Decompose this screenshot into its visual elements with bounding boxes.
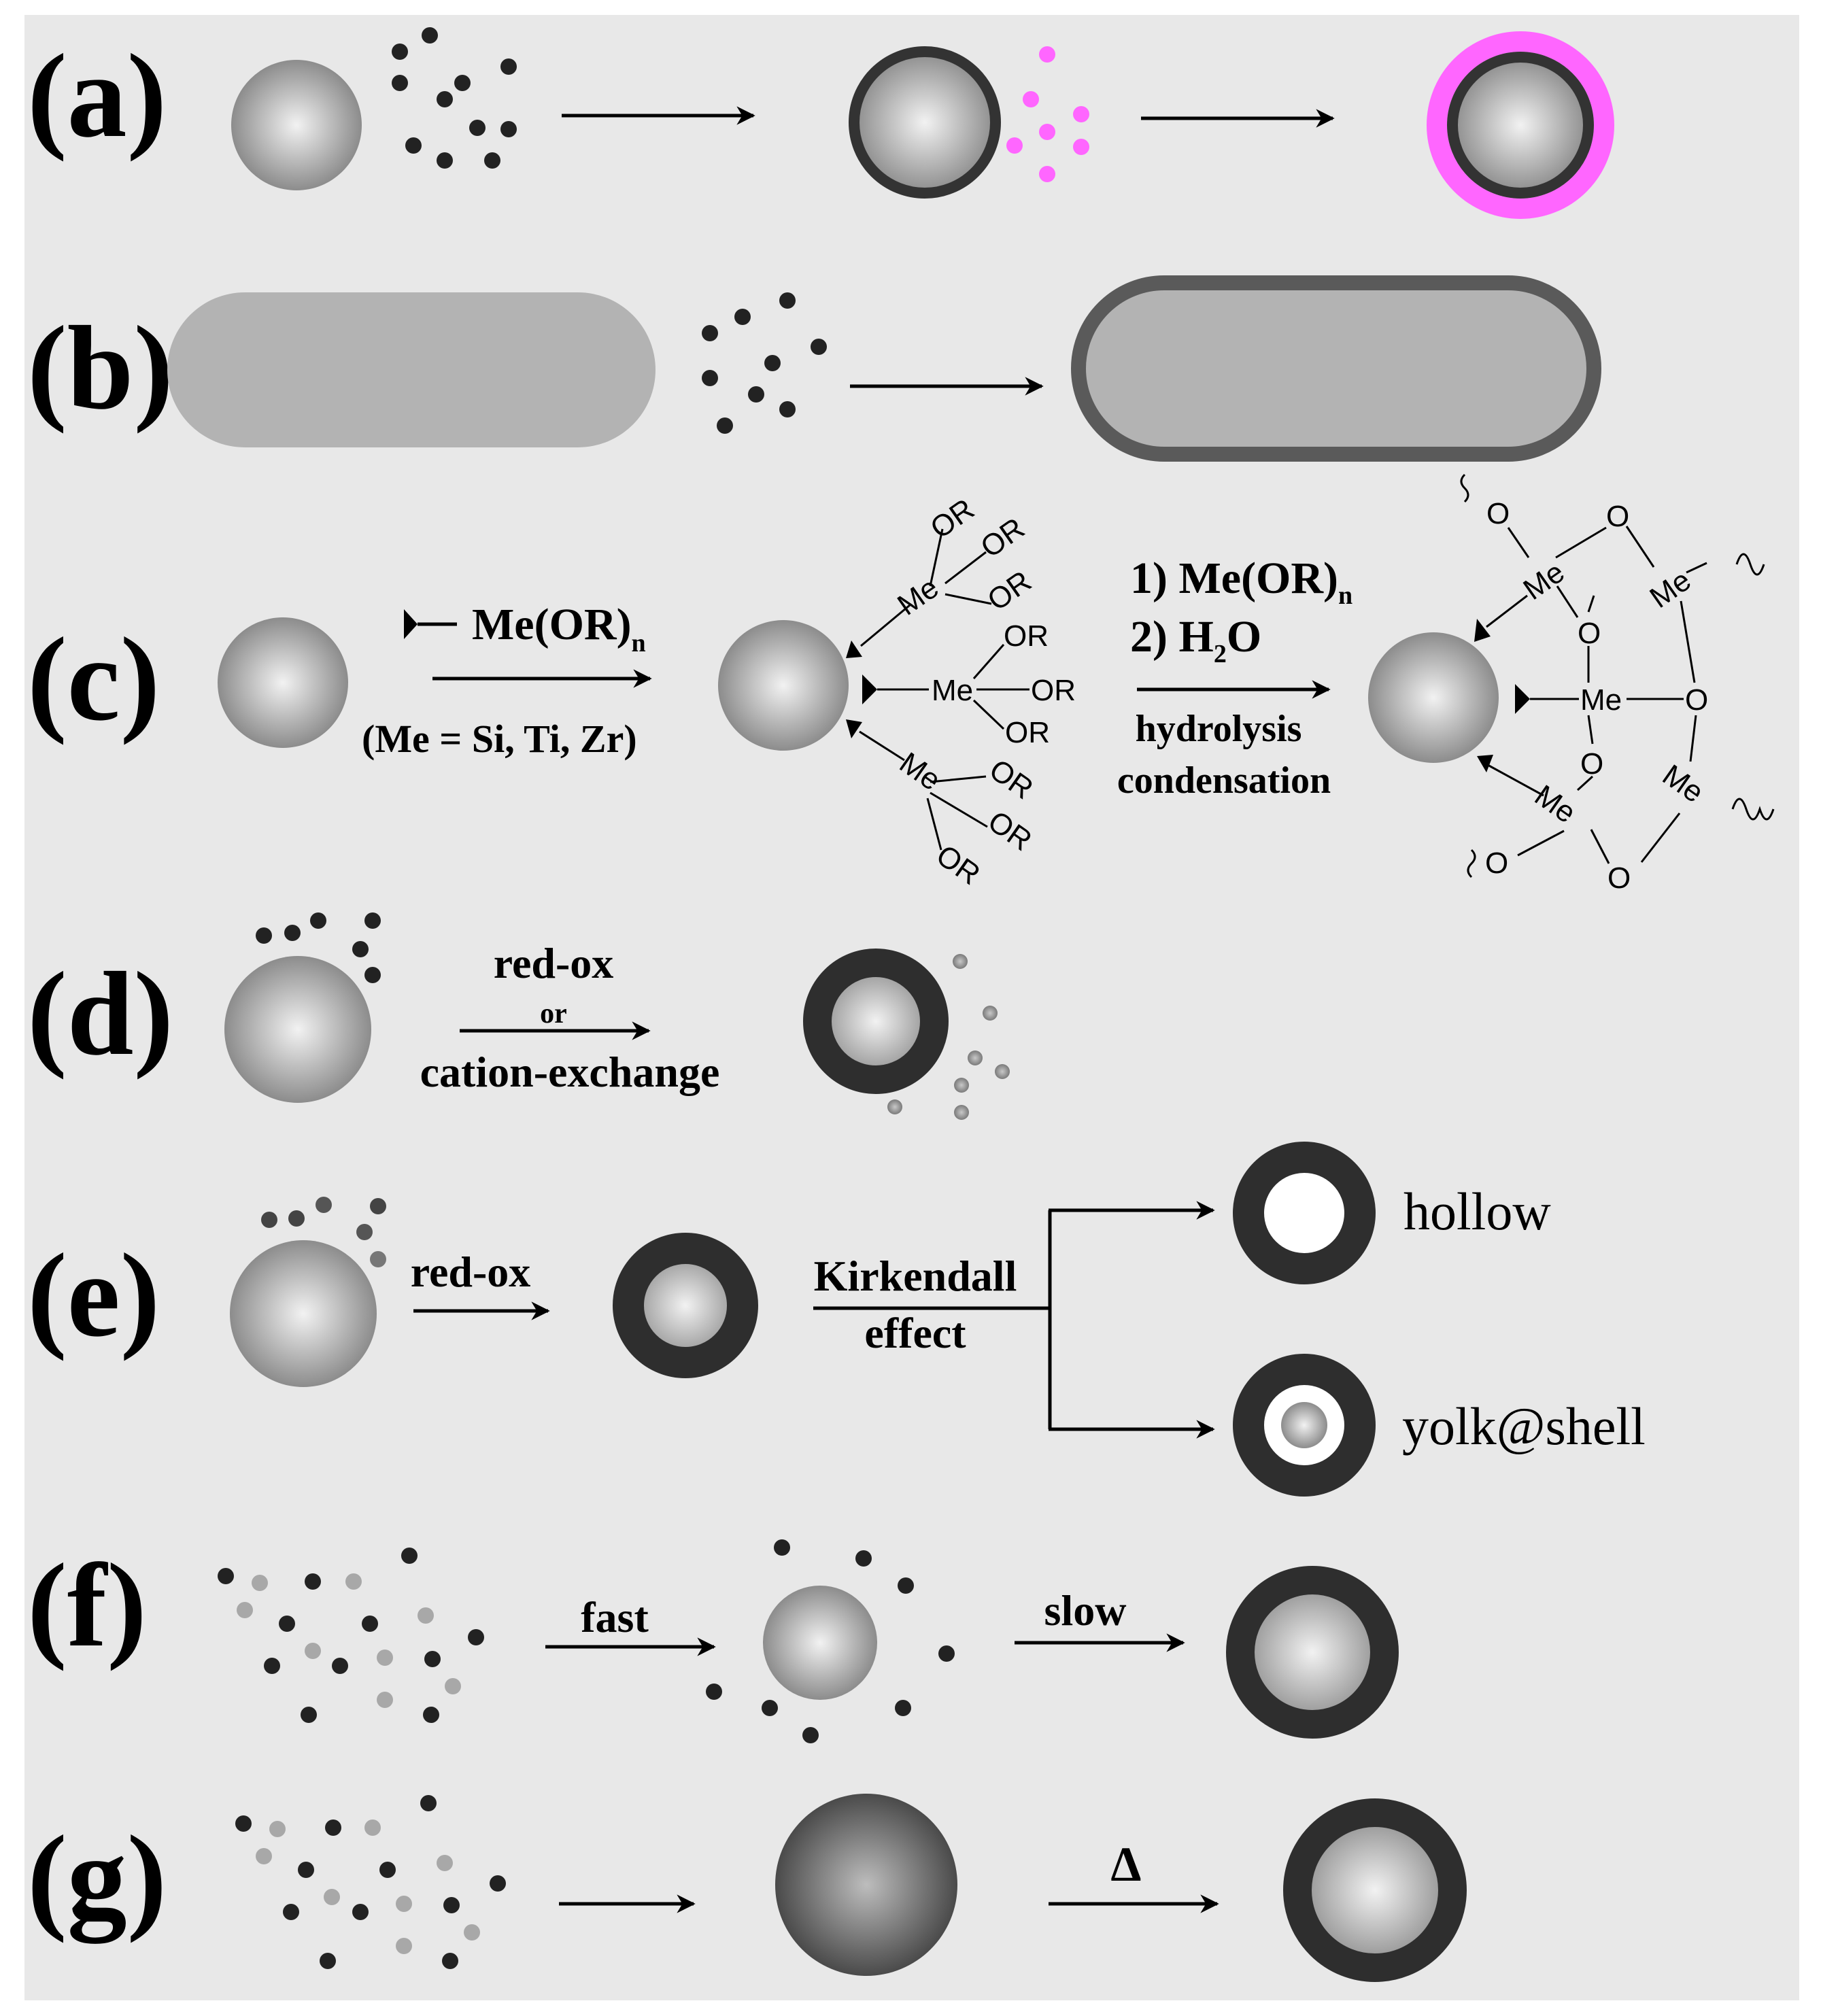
oxygen-atom: O xyxy=(1685,683,1708,717)
oxygen-atom: O xyxy=(1606,500,1629,533)
panel-label-b: (b) xyxy=(27,302,173,434)
core-sphere xyxy=(231,60,362,190)
condition-step-2: 2) H2O xyxy=(1130,612,1261,668)
slow-label: slow xyxy=(1044,1586,1127,1635)
panel-label-e: (e) xyxy=(27,1229,160,1362)
metal-atom: Me xyxy=(932,674,973,707)
alkoxide-bonds xyxy=(859,528,1029,851)
core-sphere xyxy=(230,1240,377,1387)
precursor-dots xyxy=(702,292,827,434)
oxygen-atom: O xyxy=(1580,747,1603,781)
core-sphere xyxy=(218,617,348,748)
core-shell-sphere xyxy=(613,1233,758,1378)
nanorod xyxy=(167,292,656,447)
panel-e: (e) red-ox Kirkendall effect hollow yolk… xyxy=(27,1142,1646,1497)
panel-label-a: (a) xyxy=(27,30,167,163)
functionalized-sphere xyxy=(718,620,849,751)
panel-label-g: (g) xyxy=(27,1811,167,1944)
oxygen-atom: O xyxy=(1486,497,1510,530)
panel-b: (b) xyxy=(27,275,1601,462)
coated-nanorod xyxy=(1071,275,1601,462)
coated-sphere xyxy=(849,46,1001,199)
effect-label: effect xyxy=(864,1309,966,1357)
remaining-precursor-dots xyxy=(706,1539,955,1743)
panel-label-f: (f) xyxy=(27,1539,147,1672)
anchor-group-icon xyxy=(846,719,862,738)
double-shell-sphere xyxy=(1427,31,1614,219)
panel-f: (f) fast slow xyxy=(27,1539,1399,1743)
yolk-core xyxy=(1281,1402,1327,1448)
process-hydrolysis: hydrolysis xyxy=(1136,708,1302,750)
condition-step-1: 1) Me(OR)n xyxy=(1130,553,1352,610)
precursor-dots xyxy=(256,912,381,983)
heat-label: Δ xyxy=(1110,1837,1141,1892)
mixed-precursor-dots xyxy=(235,1795,506,1969)
panel-label-c: (c) xyxy=(27,613,160,746)
alkoxy-group: OR xyxy=(1005,716,1050,749)
pink-dots xyxy=(1006,46,1089,182)
reagent-formula: Me(OR)n xyxy=(472,600,646,657)
anchor-group-icon xyxy=(1474,619,1491,642)
anchor-group-icon xyxy=(404,609,418,639)
yolk-shell-label: yolk@shell xyxy=(1402,1397,1646,1456)
network-coated-sphere xyxy=(1368,632,1499,763)
core-shell-sphere xyxy=(803,949,949,1094)
panel-label-d: (d) xyxy=(27,948,173,1080)
mixed-precursor-dots xyxy=(218,1548,484,1723)
panel-a: (a) xyxy=(27,27,1614,219)
kirkendall-label: Kirkendall xyxy=(814,1252,1017,1300)
core-sphere xyxy=(224,956,371,1103)
precursor-dots xyxy=(392,27,517,169)
alloy-sphere xyxy=(775,1794,957,1976)
process-condensation: condensation xyxy=(1117,759,1331,802)
nucleated-core xyxy=(763,1586,877,1700)
terminal-wave-bonds xyxy=(1460,473,1775,878)
anchor-group-icon xyxy=(862,674,877,704)
panel-d: (d) red-ox or cation-exchange xyxy=(27,912,1010,1120)
alkoxy-group: OR xyxy=(1031,674,1076,707)
core-shell-sphere xyxy=(1226,1566,1399,1739)
oxygen-atom: O xyxy=(1485,847,1508,880)
panel-c: (c) Me(OR)n (Me = Si, Ti, Zr) Me OR xyxy=(27,473,1775,895)
hollow-sphere xyxy=(1233,1142,1376,1284)
panel-g: (g) Δ xyxy=(27,1794,1467,1982)
anchor-group-icon xyxy=(1515,684,1530,714)
oxygen-atom: O xyxy=(1578,617,1601,650)
alkoxy-group: OR xyxy=(1004,619,1049,653)
or-label: or xyxy=(540,998,567,1029)
redox-label: red-ox xyxy=(494,939,614,987)
hollow-label: hollow xyxy=(1403,1182,1551,1241)
metal-atom: Me xyxy=(1580,683,1622,717)
precursor-dots xyxy=(261,1197,386,1267)
cation-exchange-label: cation-exchange xyxy=(420,1048,720,1096)
redox-label: red-ox xyxy=(411,1248,531,1296)
double-shell-core xyxy=(1447,52,1594,199)
fast-label: fast xyxy=(581,1593,649,1641)
oxygen-atom: O xyxy=(1607,861,1631,895)
oxide-network-bonds xyxy=(1486,526,1707,864)
anchor-group-icon xyxy=(846,640,862,658)
core-shell-sphere xyxy=(1283,1798,1467,1982)
anchor-group-icon xyxy=(1477,755,1493,772)
metal-condition: (Me = Si, Ti, Zr) xyxy=(362,717,637,761)
exchanged-ion-dots xyxy=(887,954,1010,1120)
